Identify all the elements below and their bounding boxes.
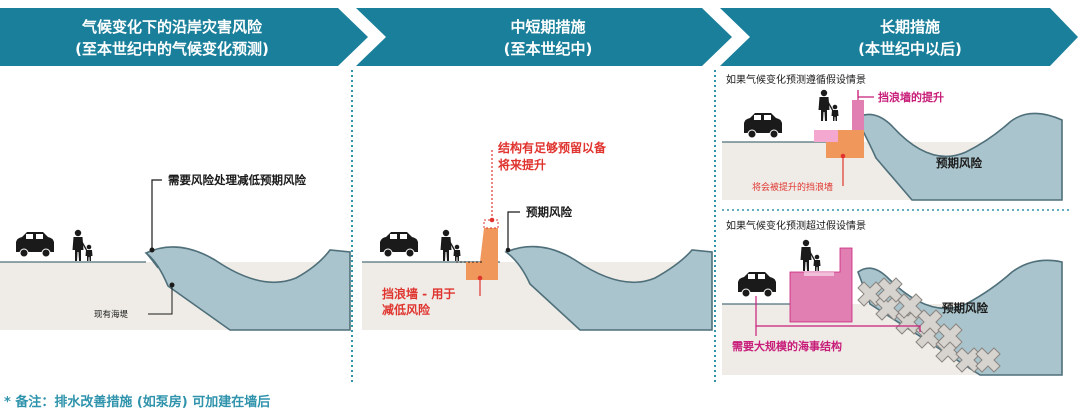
wave-wall-orange xyxy=(826,130,864,158)
people-icon xyxy=(71,229,94,262)
reserve-box xyxy=(483,219,499,229)
car-icon xyxy=(737,271,777,298)
header-col2-line2: (至本世纪中) xyxy=(504,40,593,58)
header-arrow-long-term: 长期措施 (本世纪中以后) xyxy=(720,8,1078,66)
sea-wave xyxy=(854,112,1063,201)
risk-leader xyxy=(507,211,520,250)
sea-wave xyxy=(144,246,351,331)
panel-climate-risk: 需要风险处理减低预期风险 现有海堤 xyxy=(0,173,351,331)
marine-structure-label: 需要大规模的海事结构 xyxy=(732,339,842,353)
header-col2-line1: 中短期措施 xyxy=(510,18,585,36)
sea-wave xyxy=(857,259,1063,376)
header-col3-line1: 长期措施 xyxy=(880,18,940,36)
seawall-leader xyxy=(148,285,173,315)
scenario-b-title: 如果气候变化预测超过假设情景 xyxy=(726,219,866,232)
armour-blocks xyxy=(857,277,1001,373)
car-icon xyxy=(15,231,55,258)
header-col1-line2: (至本世纪中的气候变化预测) xyxy=(75,40,269,58)
future-wall-label: 将会被提升的挡浪墙 xyxy=(752,181,833,193)
expected-risk-label: 预期风险 xyxy=(526,205,572,219)
leader-line xyxy=(151,179,162,250)
expected-risk-label-a: 预期风险 xyxy=(936,156,982,170)
header-arrow-short-term: 中短期措施 (至本世纪中) xyxy=(356,8,732,66)
panel-long-term-scenario-b: 如果气候变化预测超过假设情景 预期风险 需要大规模的海事结构 xyxy=(722,219,1063,376)
header-col1-line1: 气候变化下的沿岸灾害风险 xyxy=(81,18,263,36)
panel-short-term: 结构有足够预留以备 将来提升 预期风险 挡浪墙 - 用于 减低风险 xyxy=(362,140,713,331)
wave-wall xyxy=(466,228,498,280)
existing-seawall-label: 现有海堤 xyxy=(94,309,129,320)
reserve-label-line1: 结构有足够预留以备 xyxy=(498,140,607,155)
people-icon xyxy=(439,229,462,262)
wall-raise-label: 挡浪墙的提升 xyxy=(878,90,944,104)
risk-treatment-label: 需要风险处理减低预期风险 xyxy=(168,173,306,187)
car-icon xyxy=(743,112,783,139)
header-arrow-climate-risk: 气候变化下的沿岸灾害风险 (至本世纪中的气候变化预测) xyxy=(0,8,368,66)
people-icon xyxy=(817,89,840,122)
wall-label-line2: 减低风险 xyxy=(382,302,431,317)
panel-long-term-scenario-a: 如果气候变化预测遵循假设情景 挡浪墙的提升 预期风险 将会被提升的挡浪墙 xyxy=(722,73,1063,201)
marine-structure xyxy=(789,247,853,323)
scenario-a-title: 如果气候变化预测遵循假设情景 xyxy=(726,73,866,86)
reserve-label-line2: 将来提升 xyxy=(498,157,546,172)
sea-wave xyxy=(504,245,713,331)
car-icon xyxy=(379,231,419,258)
header-col3-line2: (本世纪中以后) xyxy=(858,40,962,58)
marine-leader xyxy=(755,296,921,332)
wall-label-line1: 挡浪墙 - 用于 xyxy=(382,286,455,301)
expected-risk-label-b: 预期风险 xyxy=(942,301,988,315)
raised-wall-pink xyxy=(852,100,864,130)
people-icon xyxy=(799,239,822,272)
footnote: * 备注：排水改善措施 (如泵房) 可加建在墙后 xyxy=(4,394,270,410)
raise-leader xyxy=(857,90,874,98)
